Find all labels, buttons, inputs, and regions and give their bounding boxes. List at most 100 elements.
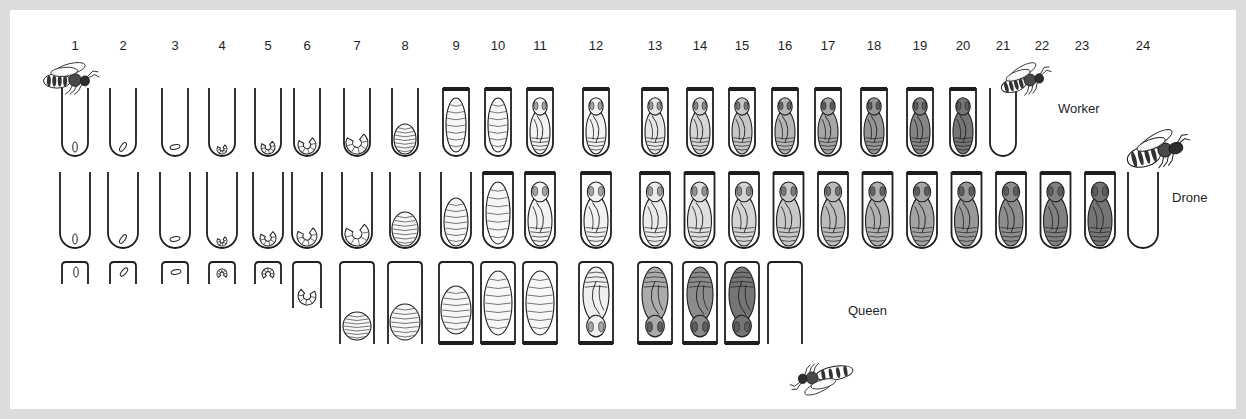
- cell-cap: [485, 87, 511, 91]
- cell-wall: [392, 88, 418, 156]
- pupa-abdomen: [528, 196, 552, 246]
- pupa-abdomen: [866, 196, 890, 246]
- cell-wall: [443, 88, 469, 156]
- egg: [171, 269, 182, 275]
- pupa-legs: [915, 206, 919, 229]
- larva-segment: [224, 273, 226, 275]
- larva-segment: [447, 292, 465, 294]
- pupa-segment: [734, 142, 750, 143]
- larva-body: [390, 304, 420, 340]
- pupa-segment: [585, 281, 606, 282]
- caste-label: Worker: [1058, 101, 1100, 116]
- pupa-segment: [645, 232, 664, 233]
- larva: [343, 221, 371, 248]
- pupa-eye: [957, 102, 961, 110]
- queen-cell-wall: [683, 262, 717, 344]
- pupa-head: [956, 98, 970, 115]
- pupa-head: [1091, 182, 1108, 202]
- pupa: [530, 98, 550, 154]
- larva-segment: [393, 313, 417, 315]
- larva-segment: [263, 270, 266, 272]
- larva-segment: [489, 132, 507, 134]
- pupa-segment: [1045, 228, 1066, 229]
- cell-wall: [162, 88, 188, 156]
- pupa: [584, 182, 608, 246]
- larva-segment: [446, 210, 465, 212]
- larva: [295, 285, 319, 309]
- pupa-segment: [534, 149, 545, 150]
- larva: [261, 266, 276, 281]
- cell-cap: [687, 87, 713, 91]
- cell-cap: [863, 171, 893, 175]
- bee-antenna: [87, 71, 100, 78]
- pupa-segment: [869, 236, 886, 237]
- larva-segment: [361, 146, 366, 149]
- day-number: 4: [218, 38, 225, 53]
- larva-segment: [487, 319, 509, 321]
- pupa-legs: [534, 119, 538, 139]
- larva-segment: [393, 233, 416, 235]
- pupa: [910, 182, 934, 246]
- pupa-legs: [826, 206, 830, 229]
- larva-segment: [398, 128, 411, 130]
- pupa-head: [533, 98, 547, 115]
- larva-segment: [346, 333, 368, 335]
- pupa-segment: [871, 240, 885, 241]
- cell-cap: [725, 341, 759, 345]
- pupa: [955, 182, 979, 246]
- pupa-eye: [924, 187, 929, 196]
- day-number: 22: [1035, 38, 1049, 53]
- cell-wall: [110, 88, 136, 156]
- pupa-eye: [959, 187, 964, 196]
- larva: [216, 268, 229, 280]
- larva-segment: [450, 145, 462, 147]
- queen-cell-wall: [255, 262, 281, 284]
- pupa: [910, 98, 930, 154]
- pupa-head: [693, 98, 707, 115]
- pupa-legs: [781, 206, 785, 229]
- pupa-abdomen: [910, 110, 930, 154]
- pupa-head: [913, 182, 930, 202]
- larva-segment: [491, 190, 506, 192]
- pupa-eye: [922, 102, 926, 110]
- egg: [73, 234, 77, 244]
- pupa-segment: [779, 232, 798, 233]
- larva-segment: [492, 145, 504, 147]
- larva-segment: [345, 330, 370, 332]
- larva-segment: [446, 234, 465, 236]
- bee-wing: [1005, 67, 1032, 84]
- pupa-abdomen: [583, 267, 609, 322]
- pupa-segment: [586, 228, 607, 229]
- pupa-abdomen: [818, 110, 838, 154]
- cell-cap: [818, 171, 848, 175]
- queen-cell-wall: [340, 262, 374, 344]
- pupa: [528, 182, 552, 246]
- larva: [216, 236, 227, 247]
- larva-segment: [393, 225, 416, 227]
- pupa-segment: [532, 142, 548, 143]
- pupa-abdomen: [687, 267, 713, 322]
- bee-wing: [810, 376, 837, 391]
- queen-cell-wall: [209, 262, 235, 284]
- larva-segment: [396, 309, 414, 311]
- worker-bee: [44, 60, 100, 95]
- larva-segment: [490, 139, 506, 141]
- larva-segment: [396, 132, 414, 134]
- larva-segment: [529, 319, 551, 321]
- pupa-legs: [599, 285, 604, 310]
- pupa-abdomen: [955, 196, 979, 246]
- larva-segment: [357, 148, 360, 153]
- cell-wall: [990, 88, 1016, 156]
- larva-segment: [217, 273, 219, 275]
- pupa-segment: [912, 142, 928, 143]
- day-number: 23: [1075, 38, 1089, 53]
- cell-wall: [772, 88, 798, 156]
- pupa-segment: [692, 142, 708, 143]
- bee-head: [1034, 73, 1045, 84]
- pupa-head: [913, 98, 927, 115]
- pupa: [586, 98, 606, 154]
- day-number: 10: [491, 38, 505, 53]
- pupa-eye: [692, 322, 697, 332]
- larva-body: [259, 230, 277, 248]
